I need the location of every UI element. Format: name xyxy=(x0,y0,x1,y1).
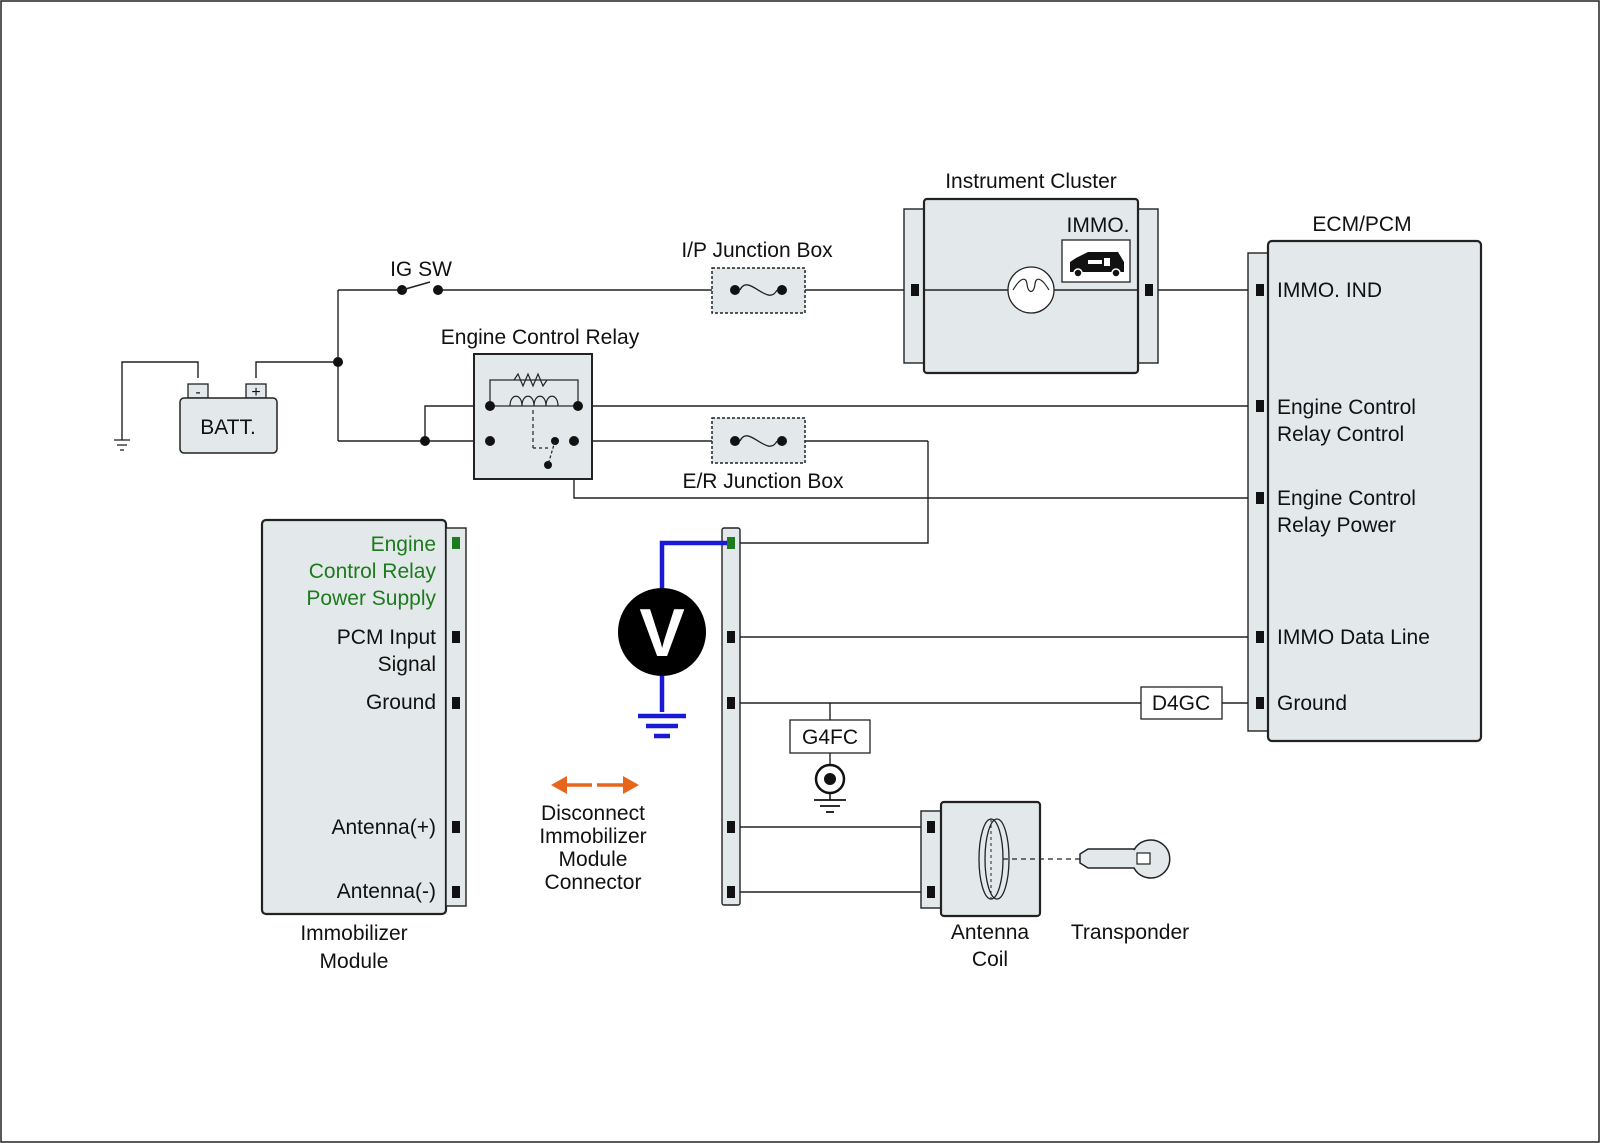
antenna-coil-label: Antenna xyxy=(951,921,1030,944)
battery-neg-sign: - xyxy=(195,384,200,401)
d4gc-label: D4GC xyxy=(1152,692,1210,715)
ecm-pin-label: Relay Control xyxy=(1277,423,1404,446)
immobilizer-pin xyxy=(452,631,460,643)
battery-pos-sign: + xyxy=(251,384,260,401)
connector-pin-highlight xyxy=(727,537,735,549)
engine-control-relay-label: Engine Control Relay xyxy=(441,326,640,349)
fuse-icon xyxy=(739,284,778,296)
indicator-lamp-icon xyxy=(1007,266,1055,314)
ecm-pin-label: Ground xyxy=(1277,692,1347,715)
immobilizer-pin-label-highlight: Engine xyxy=(371,533,436,556)
ecm-pin xyxy=(1256,697,1264,709)
immo-indicator-label: IMMO. xyxy=(1067,214,1130,237)
relay-coil-icon xyxy=(509,395,559,407)
immobilizer-pin-label: Signal xyxy=(378,653,436,676)
ecm-pin xyxy=(1256,284,1264,296)
antenna-coil-label: Coil xyxy=(972,948,1008,971)
voltmeter-icon xyxy=(618,588,706,676)
disconnect-arrows-icon xyxy=(551,776,639,794)
g4fc-label: G4FC xyxy=(802,726,858,749)
ground-point-icon xyxy=(814,763,846,813)
d4gc-ground-tag: D4GC xyxy=(1140,686,1223,720)
ip-junction-box: I/P Junction Box xyxy=(681,239,833,314)
voltmeter-symbol: V xyxy=(639,595,684,671)
immobilizer-pin-label-highlight: Power Supply xyxy=(306,587,436,610)
immobilizer-module-label: Module xyxy=(320,950,389,973)
immobilizer-pin-label: Ground xyxy=(366,691,436,714)
resistor-icon xyxy=(513,372,548,388)
ig-sw-label: IG SW xyxy=(390,258,452,281)
er-junction-box-label: E/R Junction Box xyxy=(682,470,844,493)
ecm-pcm-module: ECM/PCM IMMO. IND Engine Control Relay C… xyxy=(1247,213,1483,743)
ecm-pin xyxy=(1256,492,1264,504)
instrument-cluster: IMMO. Instrument Cluster xyxy=(903,170,1159,375)
ecm-pcm-label: ECM/PCM xyxy=(1312,213,1411,236)
disconnect-note-line: Connector xyxy=(545,871,642,894)
immobilizer-pin-label-highlight: Control Relay xyxy=(309,560,437,583)
key-icon xyxy=(1079,839,1171,879)
transponder-label: Transponder xyxy=(1071,921,1189,944)
disconnect-note-line: Disconnect xyxy=(541,802,645,825)
disconnect-note: Disconnect Immobilizer Module Connector xyxy=(539,802,646,894)
voltmeter: V xyxy=(618,540,727,739)
ecm-pin xyxy=(1256,631,1264,643)
junction-dot xyxy=(420,436,430,446)
immobilizer-pin-highlight xyxy=(452,537,460,549)
probe-wire-positive xyxy=(659,540,727,590)
ecm-pin-label: Engine Control xyxy=(1277,396,1416,419)
car-key-icon xyxy=(1070,252,1124,278)
battery-label: BATT. xyxy=(200,416,256,439)
ecm-pin-label: IMMO Data Line xyxy=(1277,626,1430,649)
er-junction-box: E/R Junction Box xyxy=(682,417,844,493)
disconnect-note-line: Module xyxy=(559,848,628,871)
ip-junction-box-label: I/P Junction Box xyxy=(681,239,833,262)
ecm-pin-label: IMMO. IND xyxy=(1277,279,1382,302)
immobilizer-pin-label: Antenna(+) xyxy=(332,816,437,839)
immobilizer-pin xyxy=(452,697,460,709)
harness-connector xyxy=(721,527,741,906)
immobilizer-module-label: Immobilizer xyxy=(300,922,407,945)
instrument-cluster-label: Instrument Cluster xyxy=(945,170,1117,193)
chassis-ground-icon xyxy=(114,439,130,451)
ecm-pin xyxy=(1256,400,1264,412)
immobilizer-pin xyxy=(452,886,460,898)
engine-control-relay: Engine Control Relay xyxy=(441,326,640,480)
immobilizer-pin-label: Antenna(-) xyxy=(337,880,436,903)
ignition-switch: IG SW xyxy=(390,258,452,295)
battery: - + BATT. xyxy=(179,383,278,454)
immobilizer-pin-label: PCM Input xyxy=(337,626,436,649)
ecm-pin-label: Engine Control xyxy=(1277,487,1416,510)
immobilizer-module: Engine Control Relay Power Supply PCM In… xyxy=(260,518,467,973)
junction-dot xyxy=(333,357,343,367)
fuse-icon xyxy=(739,435,778,447)
disconnect-note-line: Immobilizer xyxy=(539,825,646,848)
g4fc-ground-tag: G4FC xyxy=(789,719,871,754)
antenna-coil: Antenna Coil xyxy=(920,800,1080,971)
transponder: Transponder xyxy=(1071,839,1189,944)
ecm-pin-label: Relay Power xyxy=(1277,514,1396,537)
immobilizer-pin xyxy=(452,821,460,833)
